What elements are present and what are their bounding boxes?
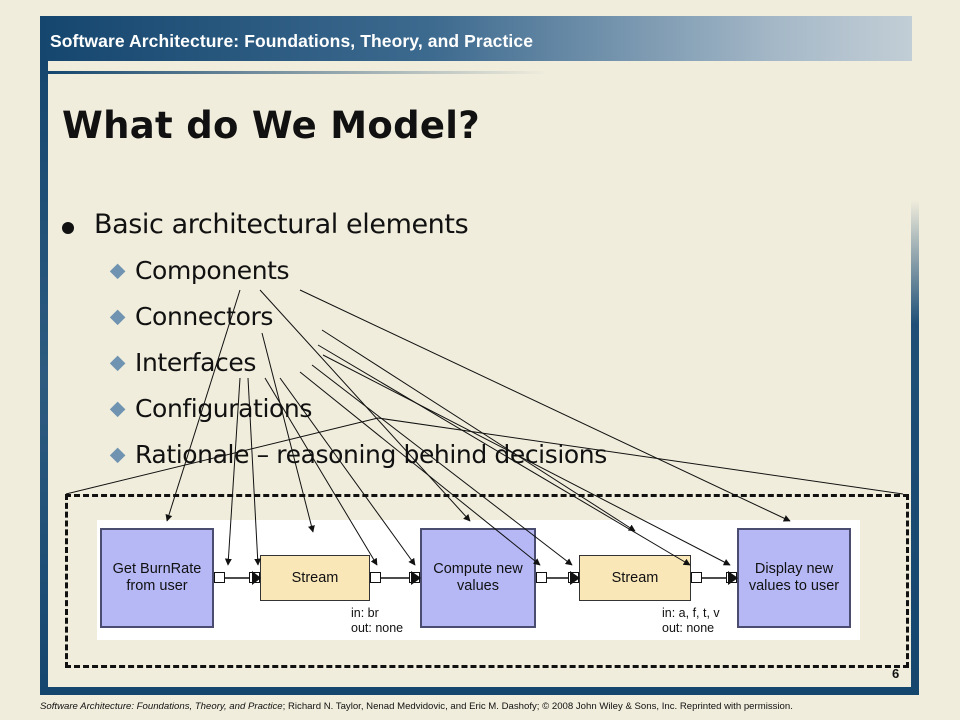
arrows-connectors bbox=[261, 329, 636, 533]
header-title: Software Architecture: Foundations, Theo… bbox=[50, 31, 534, 51]
interface-port bbox=[536, 572, 547, 583]
sub-bullet-connectors: Connectors bbox=[108, 302, 273, 331]
connector-1-in: in: br bbox=[351, 606, 379, 620]
frame-top-line bbox=[48, 71, 548, 74]
page-number: 6 bbox=[892, 666, 900, 681]
arrows-components bbox=[165, 289, 791, 522]
sub-bullet-label: Components bbox=[135, 256, 290, 285]
sub-bullet-label: Rationale – reasoning behind decisions bbox=[135, 440, 607, 469]
connector-1-out: out: none bbox=[351, 621, 404, 635]
interface-port bbox=[370, 572, 381, 583]
sub-bullet-rationale: Rationale – reasoning behind decisions bbox=[108, 440, 607, 469]
main-bullet: Basic architectural elements bbox=[94, 209, 469, 240]
bullet-dot-icon bbox=[62, 222, 74, 234]
sub-bullet-label: Interfaces bbox=[135, 348, 256, 377]
port-links bbox=[225, 571, 738, 585]
interface-port bbox=[691, 572, 702, 583]
connector-2-out: out: none bbox=[662, 621, 715, 635]
footer-credit: ; Richard N. Taylor, Nenad Medvidovic, a… bbox=[282, 701, 793, 712]
sub-bullet-label: Connectors bbox=[135, 302, 273, 331]
sub-bullet-components: Components bbox=[108, 256, 290, 285]
component-compute-values: Compute new values bbox=[420, 528, 536, 628]
sub-bullet-interfaces: Interfaces bbox=[108, 348, 256, 377]
arrows-configurations bbox=[65, 417, 904, 495]
connector-2-in: in: a, f, t, v bbox=[662, 606, 720, 620]
footer-citation: Software Architecture: Foundations, Theo… bbox=[40, 701, 793, 712]
component-get-burnrate: Get BurnRate from user bbox=[100, 528, 214, 628]
arrows-interfaces bbox=[224, 344, 731, 566]
component-display-values: Display new values to user bbox=[737, 528, 851, 628]
connector-stream-2: Stream bbox=[579, 555, 691, 601]
frame-bottom-bar bbox=[40, 687, 919, 695]
configuration-dashed-box bbox=[65, 494, 909, 668]
header-bar bbox=[40, 16, 912, 61]
frame-right-bar bbox=[911, 200, 919, 695]
footer-book-title: Software Architecture: Foundations, Theo… bbox=[40, 701, 283, 712]
frame-left-bar bbox=[40, 61, 48, 695]
interface-port bbox=[214, 572, 225, 583]
slide-title: What do We Model? bbox=[62, 104, 481, 147]
